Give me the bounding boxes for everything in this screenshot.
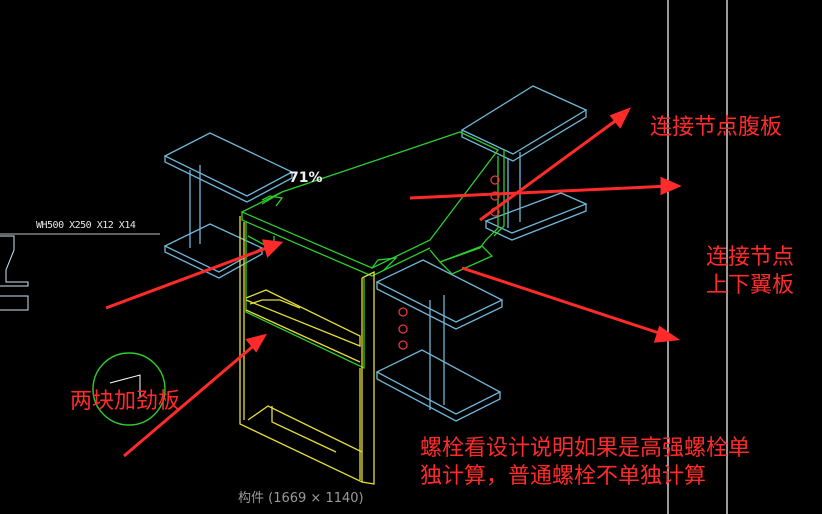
label-flange-line2: 上下翼板 xyxy=(705,273,794,298)
arrow-right-guide xyxy=(409,184,671,200)
label-bolt-note-line2: 独计算，普通螺栓不单独计算 xyxy=(420,464,707,489)
arrow-flange xyxy=(461,266,669,338)
label-flange-line1: 连接节点 xyxy=(705,245,794,270)
label-stiffeners: 两块加劲板 xyxy=(70,389,181,414)
green-circle-marker xyxy=(92,352,166,426)
node-connection-plates xyxy=(240,131,505,370)
dimension-label: WH500 X250 X12 X14 xyxy=(36,220,136,231)
section-symbol-left xyxy=(0,233,160,311)
arrow-web-plate xyxy=(479,114,623,222)
label-bolt-note-line1: 螺栓看设计说明如果是高强螺栓单 xyxy=(420,436,751,461)
bolt xyxy=(398,324,408,334)
column-box xyxy=(239,216,375,485)
bolt xyxy=(490,191,500,201)
percent-label: 71% xyxy=(289,170,323,186)
arrow-stiffener-bottom xyxy=(123,340,259,458)
bolt xyxy=(398,340,408,350)
left-beam xyxy=(163,132,294,279)
bolt-group-lower xyxy=(398,307,408,350)
label-flange: 连接节点 上下翼板 xyxy=(690,244,810,300)
arrow-stiffener-top xyxy=(105,244,273,310)
image-caption: 构件 (1669 × 1140) xyxy=(238,491,364,506)
right-top-beam xyxy=(460,85,588,241)
right-lower-beam xyxy=(375,259,504,422)
annotation-arrows xyxy=(105,107,682,458)
label-bolt-note: 螺栓看设计说明如果是高强螺栓单 独计算，普通螺栓不单独计算 xyxy=(420,435,750,491)
label-web-plate: 连接节点腹板 xyxy=(650,115,783,140)
bolt xyxy=(398,307,408,317)
bolt xyxy=(490,175,500,185)
